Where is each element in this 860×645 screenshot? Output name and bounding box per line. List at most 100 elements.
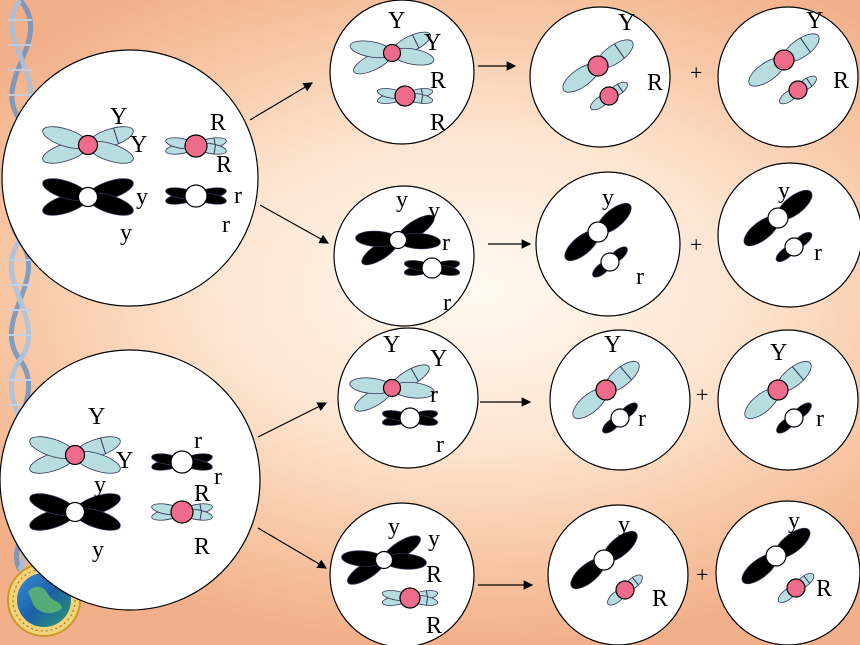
label-y: Y (618, 10, 635, 36)
label-r: R (426, 562, 442, 588)
gamete-centromere (600, 252, 620, 272)
centromere-recessive (64, 501, 86, 523)
gamete-centromere (786, 578, 806, 598)
gene-band (411, 34, 420, 49)
centromere-recessive (184, 184, 208, 208)
centromere-dominant (184, 134, 208, 158)
gamete-centromere (788, 80, 808, 100)
gamete-cell-row-2-a (535, 171, 681, 317)
label-r: R (194, 481, 210, 507)
label-y: y (602, 185, 614, 211)
gamete-centromere (615, 580, 635, 600)
plus-sign-row-1: + (690, 60, 702, 85)
gene-band (199, 510, 203, 521)
label-r: R (430, 110, 446, 136)
centromere-dominant (394, 85, 416, 107)
label-y: y (428, 526, 440, 552)
gamete-centromere (767, 379, 789, 401)
label-y: Y (116, 448, 133, 474)
gene-band (99, 437, 107, 455)
gamete-centromere (767, 207, 789, 229)
gamete-centromere (773, 49, 795, 71)
label-y: y (396, 187, 408, 213)
gamete-centromere (599, 86, 619, 106)
arrow-to-row-4 (257, 527, 328, 569)
plus-sign-row-2: + (690, 232, 702, 257)
label-y: Y (88, 404, 105, 430)
gamete-centromere (765, 545, 787, 567)
gene-band (425, 596, 429, 606)
label-y: y (428, 198, 440, 224)
first-division-cell-row-1 (329, 0, 475, 145)
gene-band (410, 367, 420, 382)
arrow-to-row-3 (257, 402, 328, 438)
gene-band (613, 43, 625, 59)
arrow-to-row-2 (259, 204, 330, 244)
centromere-dominant (399, 587, 421, 609)
label-r: r (436, 432, 444, 458)
gene-band (803, 575, 811, 584)
gamete-cell-row-3-a (549, 329, 691, 471)
label-r: R (816, 576, 832, 602)
row-arrows (478, 61, 534, 590)
gene-band (799, 37, 811, 53)
centromere-dominant (382, 378, 402, 398)
label-y: Y (770, 340, 787, 366)
label-y: Y (604, 332, 621, 358)
label-r: R (426, 613, 442, 639)
arrow-to-row-1 (249, 82, 314, 121)
gene-band (619, 366, 633, 381)
gene-band (791, 366, 805, 381)
label-y: y (136, 184, 148, 210)
label-r: r (636, 264, 644, 290)
gene-band (213, 144, 217, 155)
label-y: Y (383, 332, 400, 358)
gamete-centromere (587, 221, 609, 243)
label-r: R (652, 586, 668, 612)
label-r: r (234, 183, 242, 209)
plus-sign-row-3: + (696, 382, 708, 407)
gamete-cell-row-4-b (715, 500, 860, 645)
label-r: r (194, 428, 202, 454)
label-y: Y (430, 346, 447, 372)
globe-logo-icon (7, 563, 81, 637)
gene-band (112, 127, 120, 145)
label-y: Y (110, 104, 127, 130)
centromere-recessive (399, 407, 421, 429)
centromere-recessive (170, 450, 194, 474)
gene-band (420, 94, 424, 104)
centromere-dominant (77, 134, 99, 156)
label-y: Y (388, 8, 405, 34)
label-y: y (120, 220, 132, 246)
label-r: r (814, 240, 822, 266)
parent-cell-1 (1, 49, 259, 307)
gene-band (805, 77, 813, 87)
plus-sign-row-4: + (696, 562, 708, 587)
first-division-cell-row-3 (337, 327, 479, 469)
first-division-cell-row-4 (329, 502, 475, 645)
label-y: y (92, 537, 104, 563)
label-r: R (833, 68, 849, 94)
centromere-dominant (382, 43, 402, 63)
parent-cell-2 (0, 349, 261, 611)
gamete-centromere (784, 237, 804, 257)
label-r: R (430, 68, 446, 94)
plus-signs: + + + + (690, 60, 708, 587)
label-r: r (816, 406, 824, 432)
gamete-centromere (587, 55, 609, 77)
label-y: y (788, 508, 800, 534)
label-y: y (778, 178, 790, 204)
label-r: R (194, 534, 210, 560)
label-r: r (443, 290, 451, 316)
label-y: Y (130, 132, 147, 158)
parent-arrows (249, 82, 330, 569)
gamete-cell-row-2-b (717, 162, 860, 308)
gene-band (631, 577, 640, 586)
label-r: R (647, 70, 663, 96)
label-y: y (618, 512, 630, 538)
gamete-cell-row-3-b (717, 329, 859, 471)
label-r: R (216, 152, 232, 178)
gamete-cell-row-1-a (529, 6, 671, 148)
label-r: r (222, 212, 230, 238)
